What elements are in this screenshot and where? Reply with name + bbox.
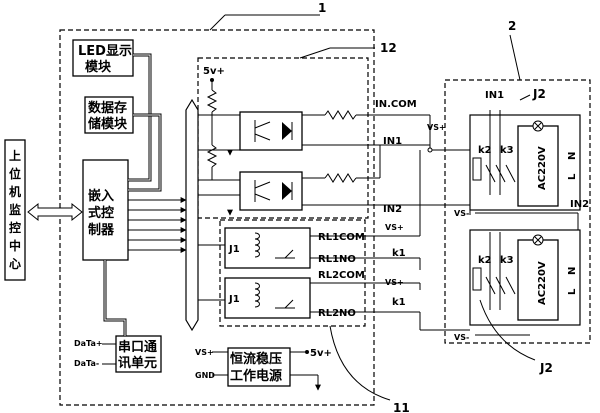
ac-label-b: AC220V: [537, 261, 548, 305]
in2-right-label: IN2: [570, 199, 589, 210]
serial-unit-line1: 串口通: [118, 339, 157, 355]
power-supply-line1: 恒流稳压: [230, 351, 282, 367]
serial-unit-box: [115, 335, 162, 373]
k3-label-b: k3: [500, 255, 514, 266]
host-char-3: 机: [9, 184, 21, 199]
relay-1-j1: J1: [228, 244, 240, 255]
controller-line3: 制器: [88, 222, 115, 238]
optocoupler-1: [239, 111, 303, 151]
led-module-box: [72, 39, 134, 77]
host-char-4: 监: [9, 202, 21, 217]
callout-2: 2: [508, 19, 516, 33]
host-center-box: [4, 139, 26, 281]
power-supply-line2: 工作电源: [230, 368, 282, 384]
data-minus-label: DaTa-: [74, 359, 99, 368]
callout-1: 1: [318, 1, 326, 15]
input-resistor-1: [324, 110, 357, 120]
serial-unit-line2: 讯单元: [118, 355, 157, 371]
k1-label-a: k1: [392, 248, 406, 259]
k3-label-a: k3: [500, 145, 514, 156]
host-char-6: 中: [9, 238, 21, 253]
callout-12: 12: [380, 41, 397, 55]
external-relay-a: [469, 114, 581, 211]
data-plus-label: DaTa+: [74, 339, 103, 348]
rl1com-label: RL1COM: [318, 232, 365, 243]
vs-plus-label-2: VS+: [385, 223, 404, 232]
l-label-b: L: [567, 288, 578, 295]
led-module-line2: 模块: [85, 59, 112, 75]
power-vs-plus: VS+: [195, 348, 214, 357]
power-5v-out: 5v+: [310, 348, 332, 359]
in-com-label: IN.COM: [375, 99, 417, 110]
relay-1: [224, 227, 311, 269]
callout-j2-top: J2: [532, 87, 546, 101]
host-link-arrow: [27, 202, 83, 222]
in2-label: IN2: [383, 204, 402, 215]
k1-label-b: k1: [392, 297, 406, 308]
callout-11: 11: [393, 401, 410, 413]
controller-line1: 嵌入: [88, 188, 114, 204]
storage-module-line1: 数据存: [88, 100, 127, 116]
relay-2-j1: J1: [228, 294, 240, 305]
host-char-2: 位: [9, 166, 21, 181]
l-label-a: L: [567, 173, 578, 180]
host-char-5: 控: [9, 220, 21, 235]
rl2com-label: RL2COM: [318, 270, 365, 281]
main-unit-boundary: [59, 29, 375, 406]
storage-module-line2: 储模块: [87, 116, 128, 132]
external-relay-b: [469, 229, 581, 326]
relay-section-boundary: [219, 219, 366, 327]
n-label-a: N: [567, 152, 578, 160]
in1-right-label: IN1: [485, 90, 504, 101]
k2-label-b: k2: [478, 255, 492, 266]
n-label-b: N: [567, 267, 578, 275]
vs-minus-label-1: VS-: [454, 209, 469, 218]
system-bus: [185, 98, 199, 332]
vs-plus-label-3: VS+: [385, 278, 404, 287]
pullup-resistor-1: [206, 89, 218, 113]
ac-label-a: AC220V: [537, 146, 548, 190]
rl1no-label: RL1NO: [318, 254, 356, 265]
input-resistor-2: [324, 173, 357, 183]
power-supply-box: [227, 347, 291, 387]
vs-plus-label-1: VS+: [427, 123, 446, 132]
external-box-boundary: [444, 79, 591, 344]
vs-minus-label-2: VS-: [454, 333, 469, 342]
in1-label: IN1: [383, 136, 402, 147]
relay-2: [224, 277, 311, 319]
power-gnd: GND: [195, 371, 215, 380]
host-char-7: 心: [9, 257, 21, 271]
optocoupler-2: [239, 171, 303, 211]
v5-top-label: 5v+: [203, 66, 225, 77]
callout-j2-bottom: J2: [539, 361, 553, 375]
k2-label-a: k2: [478, 145, 492, 156]
controller-line2: 式控: [88, 205, 114, 221]
led-module-line1: LED显示: [78, 44, 132, 59]
host-char-1: 上: [9, 148, 21, 163]
pullup-resistor-2: [206, 144, 218, 168]
rl2no-label: RL2NO: [318, 308, 356, 319]
